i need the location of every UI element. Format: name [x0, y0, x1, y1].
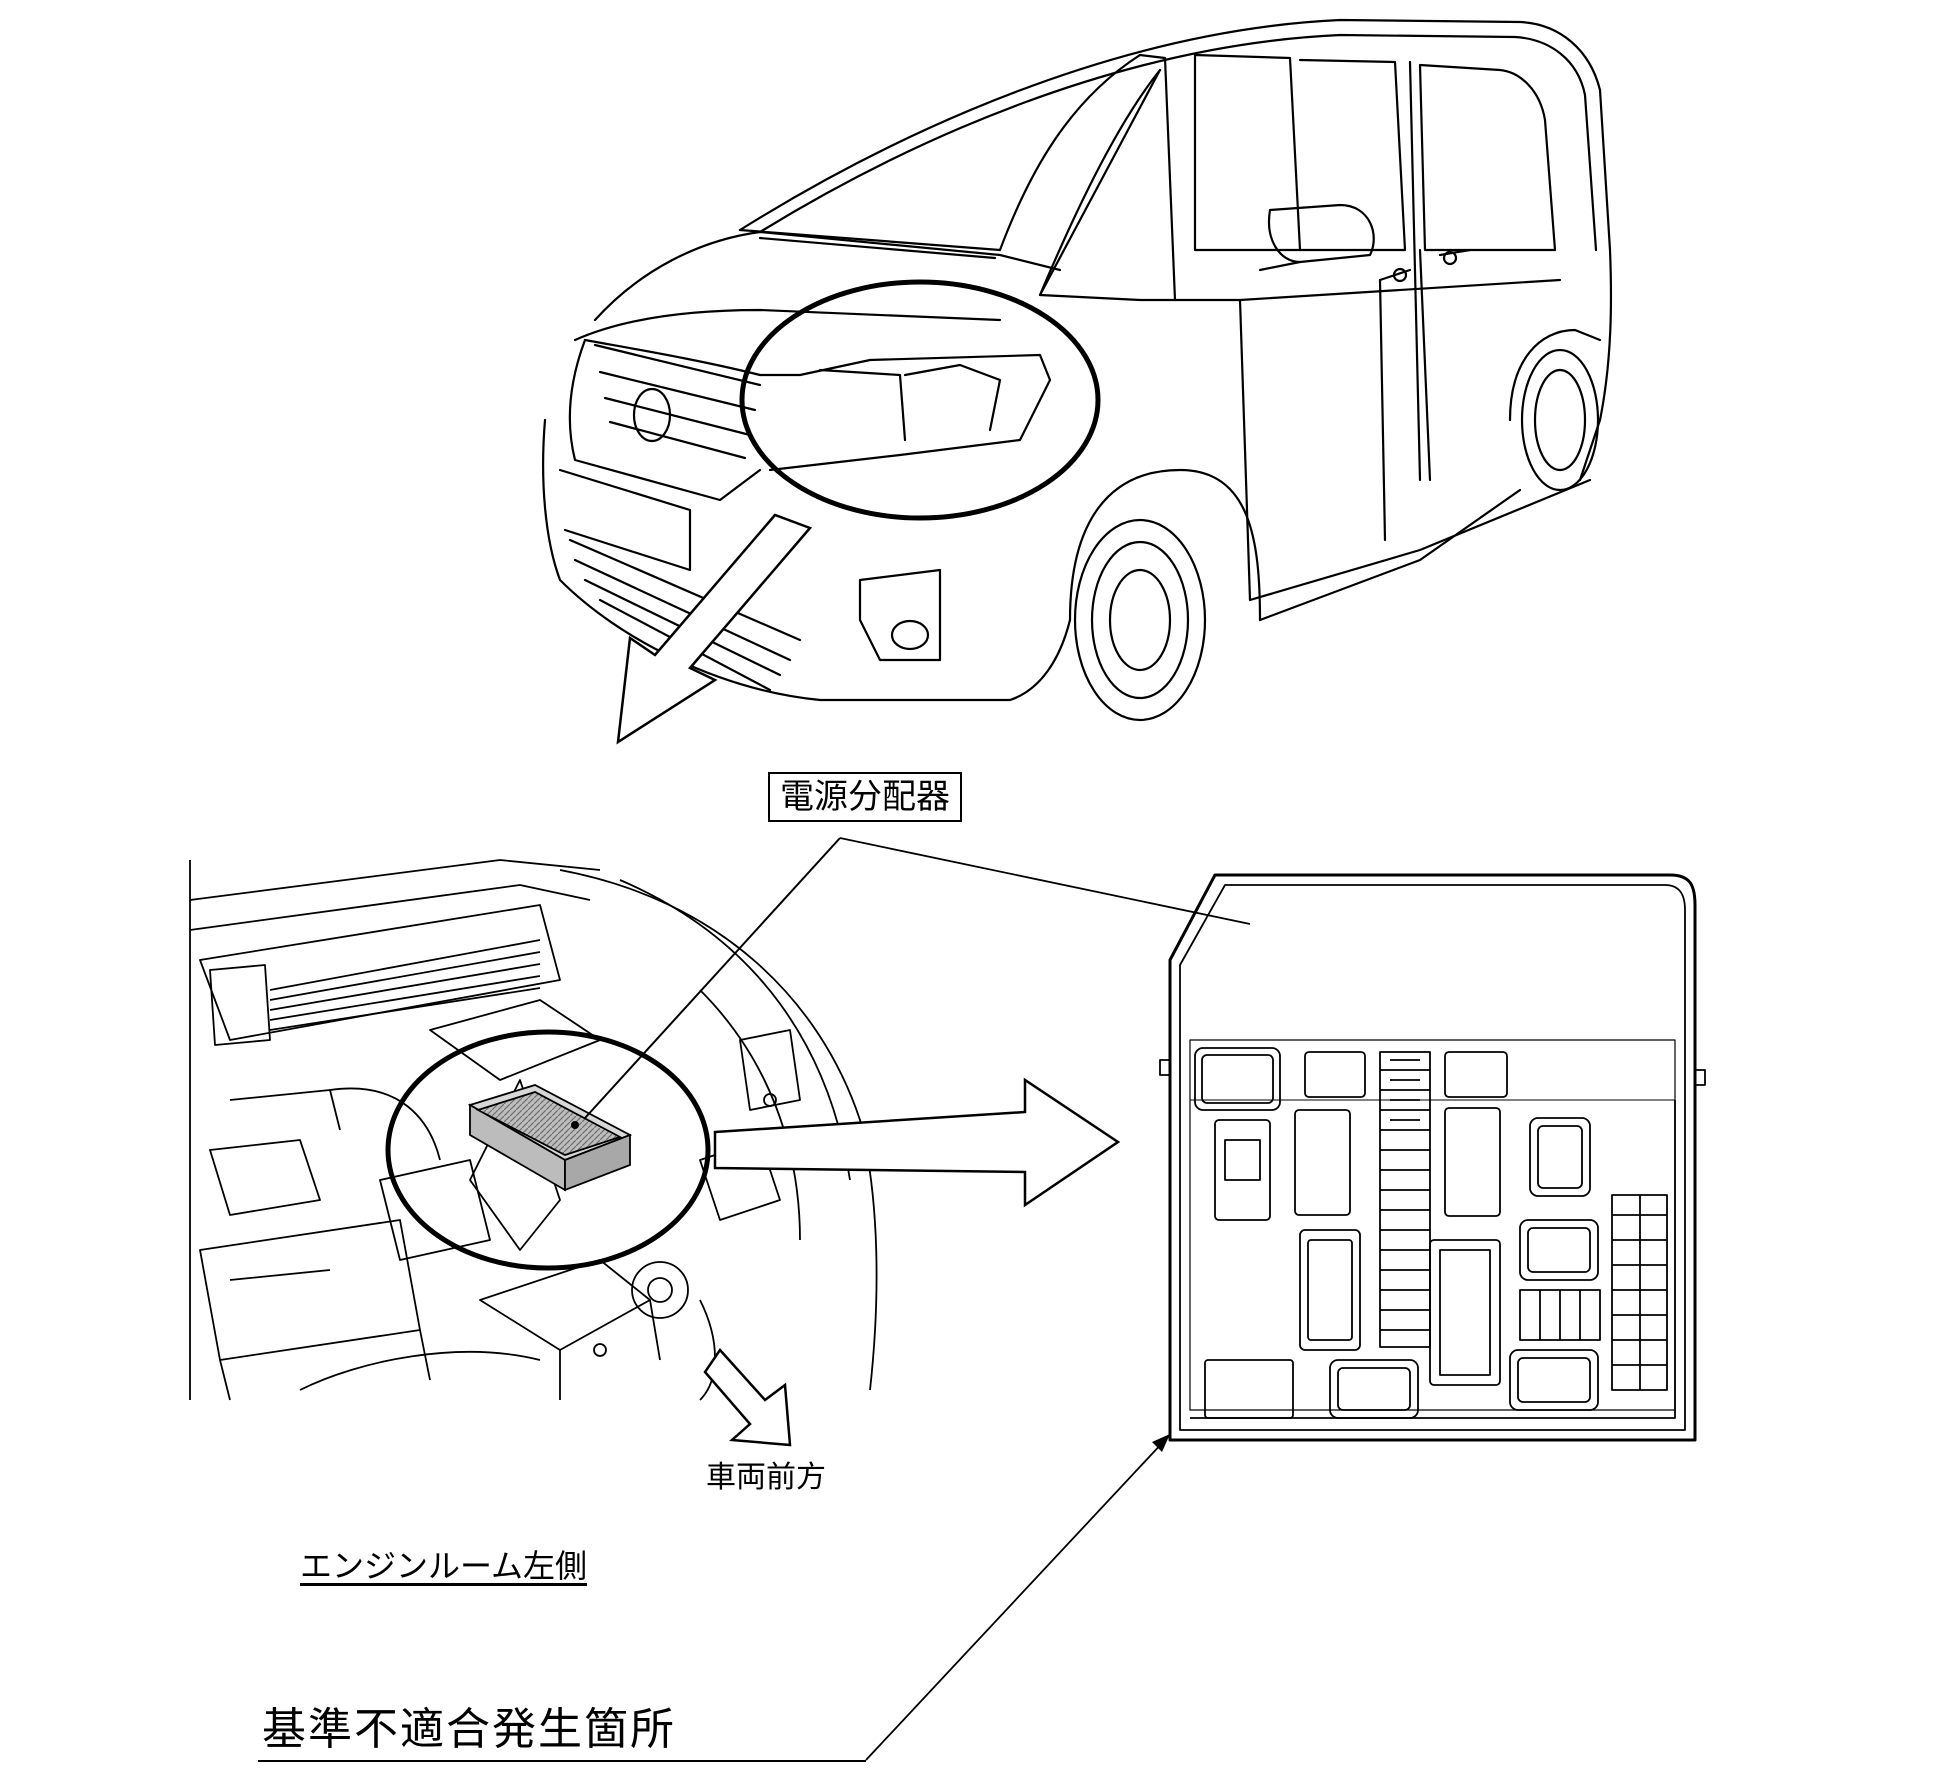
van-illustration: [542, 18, 1613, 722]
nonconformity-underline: [258, 1760, 866, 1762]
engine-room-highlight-ring: [385, 1029, 711, 1271]
fuse-box-detail: [1159, 873, 1706, 1442]
nonconformity-location-label: 基準不適合発生箇所: [262, 1704, 676, 1755]
vehicle-front-label: 車両前方: [706, 1460, 826, 1495]
vehicle-front-arrow-icon: [703, 1347, 792, 1447]
defect-leader-line: [865, 1439, 1166, 1761]
power-distributor-component: [467, 1084, 633, 1192]
power-distributor-leader-line: [584, 837, 841, 1119]
power-distributor-label: 電源分配器: [768, 772, 962, 822]
defect-leader-arrowhead: [1152, 1434, 1170, 1452]
headlight-highlight-ring: [739, 279, 1101, 521]
engine-room-highlight: [385, 837, 1251, 1447]
detail-leader-line: [839, 837, 1251, 925]
arrow-to-engine-room-icon: [616, 513, 813, 745]
arrow-to-detail-icon: [713, 1077, 1121, 1208]
engine-room-left-label: エンジンルーム左側: [300, 1547, 588, 1585]
headlight-highlight: [616, 279, 1101, 745]
